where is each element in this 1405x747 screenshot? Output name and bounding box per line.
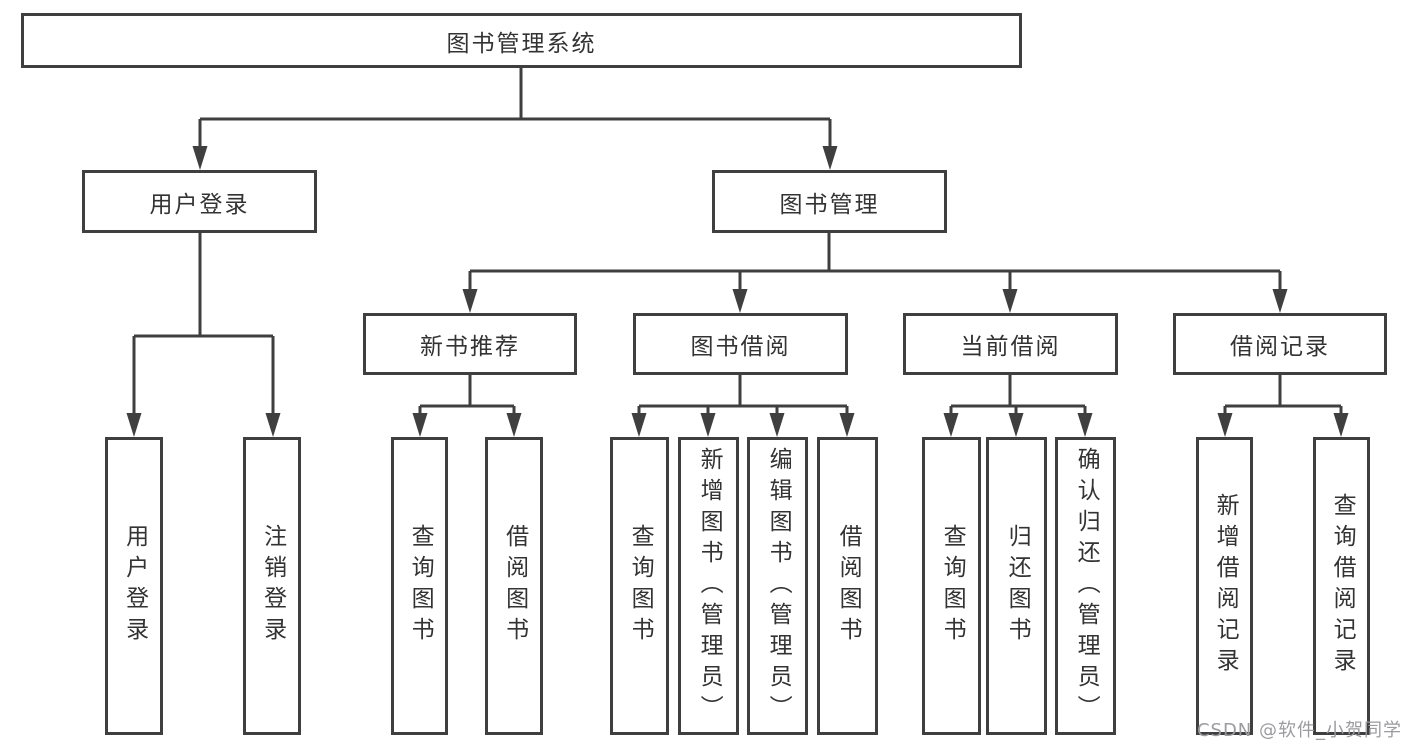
node-book-management-label: 图书管理 [779,191,880,218]
leaf-query-borrow-record: 查询借阅记录 [1313,437,1370,735]
leaf-borrow-books: 借阅图书 [817,437,878,735]
connector-book-borrow-to-leaves [631,375,855,437]
node-current-borrowing: 当前借阅 [903,313,1118,375]
connector-new-book-rec-to-leaves [412,375,522,437]
node-book-borrowing: 图书借阅 [633,313,848,375]
leaf-add-borrow-record-label: 新增借阅记录 [1212,493,1239,679]
leaf-add-books-admin: 新增图书（管理员） [678,437,739,735]
node-user-login-label: 用户登录 [149,191,250,218]
leaf-borrow-query-books-label: 查询图书 [627,524,654,648]
leaf-rec-borrow-books-label: 借阅图书 [501,524,528,648]
leaf-edit-books-admin: 编辑图书（管理员） [747,437,808,735]
csdn-watermark: CSDN @软件_小贺同学 [1196,720,1402,741]
leaf-rec-borrow-books: 借阅图书 [485,437,543,735]
leaf-logout: 注销登录 [243,437,301,735]
leaf-return-books: 归还图书 [986,437,1047,735]
node-root-library-system: 图书管理系统 [21,13,1022,68]
connector-user-login-to-leaves [126,233,281,437]
leaf-user-login-label: 用户登录 [121,524,148,648]
leaf-borrow-books-label: 借阅图书 [835,524,862,648]
node-borrowing-records-label: 借阅记录 [1230,334,1330,360]
leaf-rec-query-books-label: 查询图书 [407,524,434,648]
leaf-query-borrow-record-label: 查询借阅记录 [1329,493,1356,679]
leaf-borrow-query-books: 查询图书 [610,437,669,735]
node-new-book-recommendation-label: 新书推荐 [420,334,520,360]
leaf-add-borrow-record: 新增借阅记录 [1196,437,1253,735]
leaf-edit-books-admin-label: 编辑图书（管理员） [765,446,792,726]
node-borrowing-records: 借阅记录 [1173,313,1387,375]
leaf-logout-label: 注销登录 [259,524,286,648]
leaf-rec-query-books: 查询图书 [391,437,448,735]
leaf-current-query-books-label: 查询图书 [939,524,966,648]
node-book-borrowing-label: 图书借阅 [690,334,791,360]
connector-root-to-level2 [192,68,838,170]
node-new-book-recommendation: 新书推荐 [363,313,577,375]
leaf-return-books-label: 归还图书 [1004,524,1031,648]
connector-borrow-record-to-leaves [1217,375,1349,437]
leaf-add-books-admin-label: 新增图书（管理员） [696,446,723,726]
leaf-confirm-return-admin-label: 确认归还（管理员） [1073,446,1100,726]
leaf-current-query-books: 查询图书 [922,437,981,735]
leaf-user-login: 用户登录 [105,437,163,735]
node-user-login: 用户登录 [82,170,317,233]
node-root-label: 图书管理系统 [446,30,597,57]
connector-book-management-to-level3 [462,233,1288,313]
leaf-confirm-return-admin: 确认归还（管理员） [1055,437,1116,735]
node-book-management: 图书管理 [712,170,947,233]
connector-current-borrow-to-leaves [943,375,1093,437]
node-current-borrowing-label: 当前借阅 [960,334,1061,360]
